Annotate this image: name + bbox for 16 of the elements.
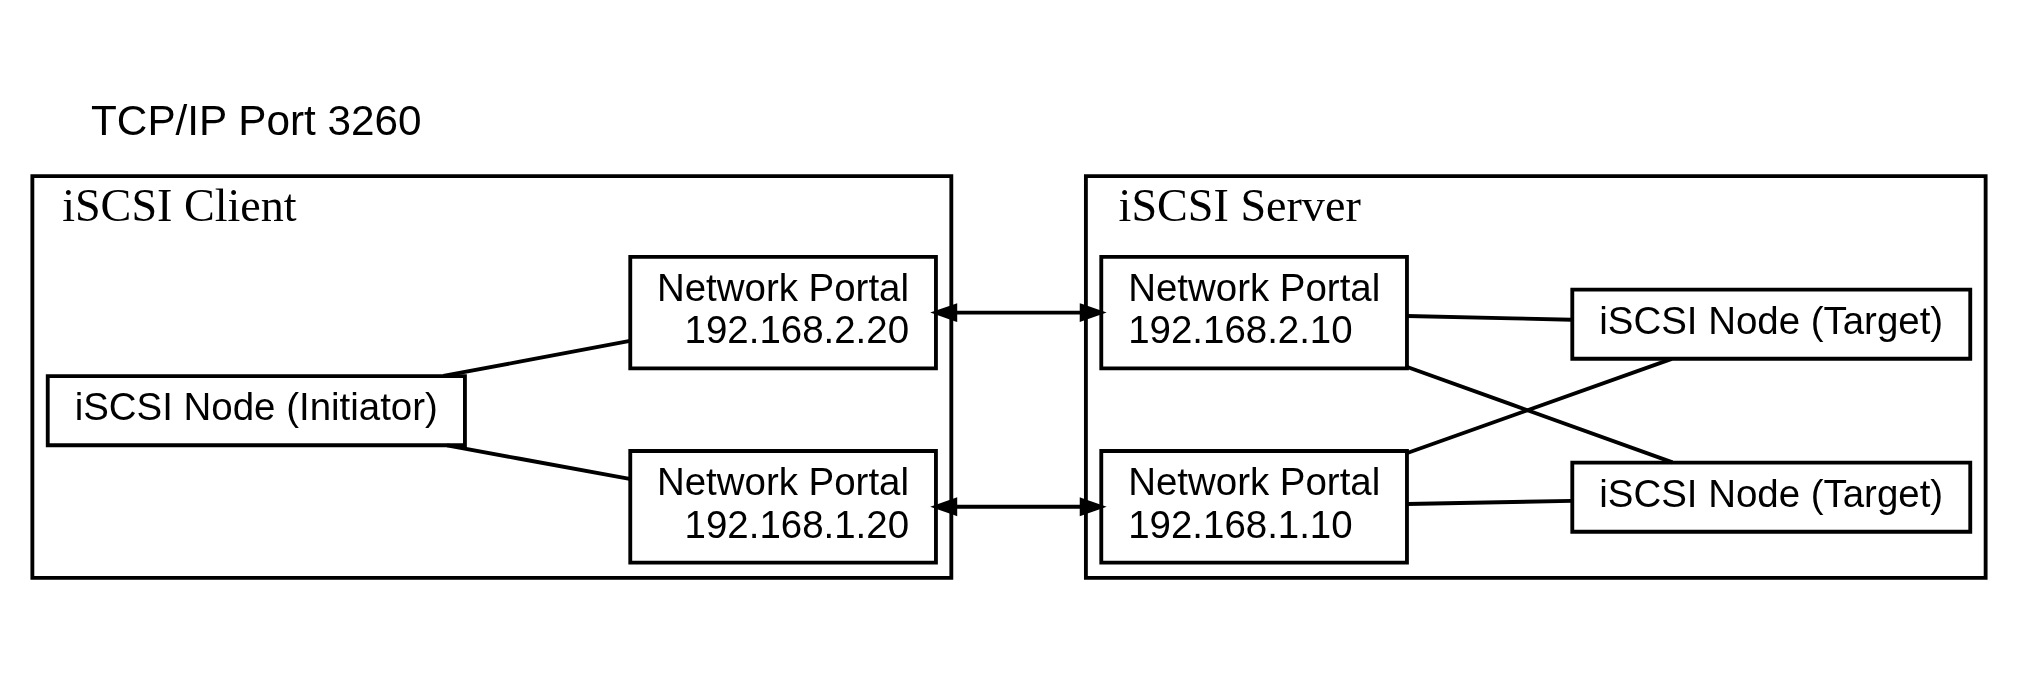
node-box: iSCSI Node (Initiator) [45,373,467,447]
node-box: Network Portal 192.168.2.10 [1099,254,1409,370]
node-box: iSCSI Node (Target) [1570,460,1973,534]
connector [446,442,630,481]
connector [1407,498,1572,506]
node-box: Network Portal 192.168.1.10 [1099,448,1409,564]
connector [1407,313,1572,322]
connector [1406,364,1674,464]
label: TCP/IP Port 3260 [91,96,422,144]
arrow [930,496,1107,516]
node-box: Network Portal 192.168.1.20 [628,448,938,564]
arrow [930,302,1107,322]
node-box: iSCSI Node (Target) [1570,287,1973,361]
connector [443,338,631,378]
connector [1406,356,1673,455]
node-box: Network Portal 192.168.2.20 [628,254,938,370]
